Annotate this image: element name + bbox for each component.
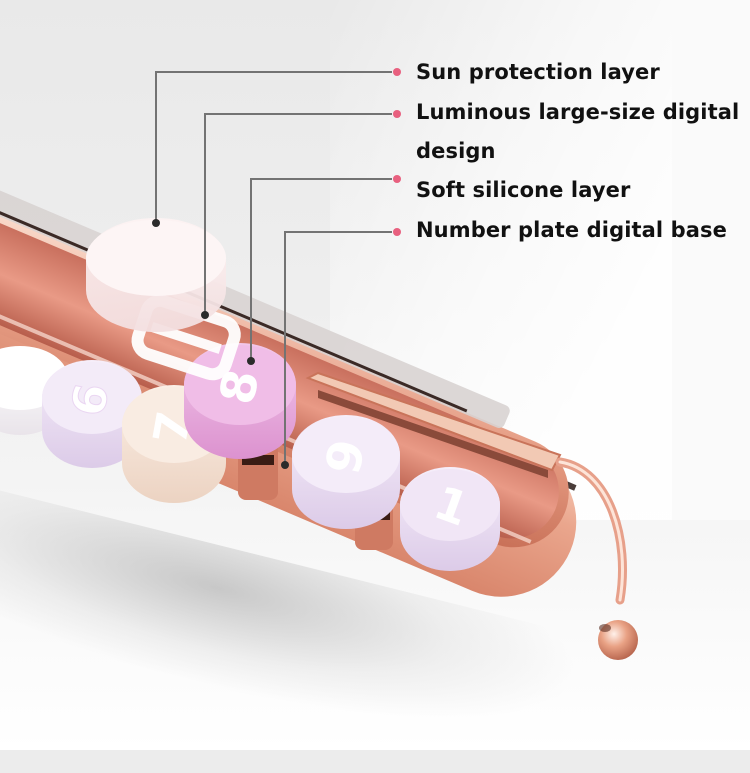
rail-bracket xyxy=(305,371,562,478)
key-ring-wire xyxy=(555,457,638,660)
bullet-dot-icon xyxy=(393,228,401,236)
callout-soft-silicone-layer: Soft silicone layer xyxy=(416,178,631,202)
leader-pink-dots xyxy=(393,68,401,236)
bullet-dot-icon xyxy=(393,68,401,76)
callout-luminous-digital-line2: design xyxy=(416,139,496,163)
leader-line-soft-silicone xyxy=(250,178,392,361)
bullet-dot-icon xyxy=(393,175,401,183)
digit-button-6: 6 xyxy=(42,360,142,468)
background-right-panel xyxy=(672,0,750,520)
digit-button-9: 9 xyxy=(292,415,400,529)
callout-labels: Sun protection layer Luminous large-size… xyxy=(416,60,740,242)
leader-lines xyxy=(155,71,392,465)
digit-button-1: 1 xyxy=(400,467,500,571)
leader-line-base xyxy=(284,231,392,465)
leader-line-sun-protection xyxy=(155,71,392,223)
callout-sun-protection-layer: Sun protection layer xyxy=(416,60,660,84)
callout-luminous-digital-line1: Luminous large-size digital xyxy=(416,100,740,124)
bullet-dot-icon xyxy=(393,110,401,118)
leader-line-luminous-digital xyxy=(204,113,392,315)
product-illustration: 6 7 8 9 1 xyxy=(0,68,638,660)
leader-anchor-dots xyxy=(152,219,289,469)
callout-number-plate-base: Number plate digital base xyxy=(416,218,727,242)
floating-sun-cap xyxy=(86,218,226,332)
